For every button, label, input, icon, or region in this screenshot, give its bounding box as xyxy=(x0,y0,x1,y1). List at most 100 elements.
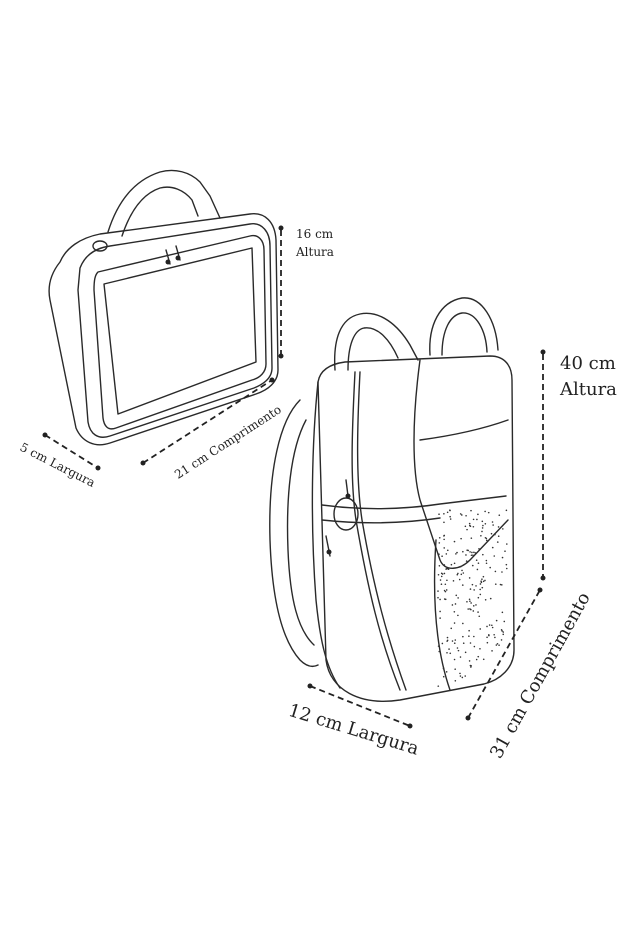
mesh-dot xyxy=(501,611,504,614)
mesh-dot xyxy=(446,636,449,639)
mesh-dot xyxy=(472,525,475,528)
mesh-dot xyxy=(491,626,494,629)
mesh-dot xyxy=(504,550,506,552)
mesh-dot xyxy=(505,509,508,512)
mesh-dot xyxy=(461,569,463,572)
mesh-dot xyxy=(469,608,471,610)
mesh-dot xyxy=(488,634,490,636)
mesh-dot xyxy=(486,636,488,639)
mesh-dot xyxy=(449,515,451,518)
mesh-dot xyxy=(461,676,464,679)
mesh-dot xyxy=(482,575,485,578)
mesh-dot xyxy=(476,568,479,571)
mesh-dot xyxy=(445,671,448,673)
mesh-dot xyxy=(500,639,503,641)
mesh-dot xyxy=(465,554,467,556)
mesh-dot xyxy=(470,554,473,557)
mesh-dot xyxy=(438,564,441,567)
mesh-dot xyxy=(451,640,454,642)
mesh-dot xyxy=(501,556,504,559)
mesh-dot xyxy=(444,583,447,586)
mesh-dot xyxy=(479,647,481,650)
mesh-dot xyxy=(489,597,492,600)
mesh-dot xyxy=(475,585,477,587)
mesh-dot xyxy=(494,583,497,585)
mesh-dot xyxy=(467,549,469,552)
mesh-dot xyxy=(468,522,471,525)
mesh-dot xyxy=(505,563,508,566)
mesh-dot xyxy=(441,642,444,645)
mesh-dot xyxy=(464,651,467,654)
lunchbox-height-value: 16 cm xyxy=(296,227,334,241)
mesh-dot xyxy=(460,573,463,576)
mesh-dot xyxy=(494,570,497,573)
dimension-lines xyxy=(42,225,546,729)
mesh-dot xyxy=(502,633,505,636)
mesh-dot xyxy=(449,509,451,512)
mesh-dot xyxy=(495,644,498,646)
mesh-dot xyxy=(478,615,481,618)
mesh-dot xyxy=(477,562,480,564)
mesh-dot xyxy=(459,672,461,675)
mesh-dot xyxy=(493,555,496,557)
mesh-dot xyxy=(443,589,446,592)
mesh-dot xyxy=(469,642,472,644)
mesh-dot xyxy=(443,598,446,600)
mesh-dot xyxy=(498,514,501,517)
mesh-dot xyxy=(456,551,458,554)
mesh-dot xyxy=(457,572,459,575)
mesh-dot xyxy=(462,572,465,574)
mesh-dot xyxy=(470,537,473,539)
mesh-dot xyxy=(437,573,440,576)
mesh-dot xyxy=(486,641,489,644)
mesh-dot xyxy=(477,611,479,613)
mesh-dot xyxy=(482,658,485,661)
mesh-dot xyxy=(449,652,452,655)
mesh-dot xyxy=(484,579,486,582)
mesh-dot xyxy=(440,583,443,586)
mesh-dot xyxy=(503,620,506,623)
mesh-dot xyxy=(488,624,491,626)
mesh-dot xyxy=(459,513,462,515)
mesh-dot xyxy=(479,583,482,585)
mesh-dot xyxy=(437,590,439,592)
mesh-dot xyxy=(456,573,459,576)
mesh-dot xyxy=(499,583,502,586)
mesh-dot xyxy=(445,589,448,591)
mesh-dot xyxy=(500,629,503,631)
mesh-dot xyxy=(462,642,465,644)
mesh-dot xyxy=(466,600,468,603)
mesh-dot xyxy=(481,586,484,589)
mesh-dot xyxy=(459,565,462,568)
backpack-drawing xyxy=(269,297,515,702)
mesh-dot xyxy=(437,596,439,599)
mesh-dot xyxy=(482,553,484,556)
mesh-dot xyxy=(439,610,441,613)
mesh-dot xyxy=(453,611,456,613)
mesh-dot xyxy=(453,622,456,624)
mesh-dot xyxy=(443,538,445,541)
mesh-dot xyxy=(469,600,471,602)
mesh-dot xyxy=(480,580,482,582)
mesh-dot xyxy=(491,650,493,652)
mesh-dot xyxy=(478,547,480,550)
mesh-dot xyxy=(440,575,443,578)
mesh-dot xyxy=(505,567,508,570)
mesh-dot xyxy=(453,562,456,565)
mesh-dot xyxy=(461,514,463,516)
mesh-dot xyxy=(481,578,483,580)
mesh-dot xyxy=(468,524,471,527)
mesh-dot xyxy=(455,553,457,555)
mesh-dot xyxy=(443,512,445,515)
mesh-dot xyxy=(439,598,441,601)
mesh-dot xyxy=(446,579,448,582)
mesh-dot xyxy=(491,521,494,523)
mesh-dot xyxy=(468,577,471,579)
mesh-dot xyxy=(496,642,499,645)
mesh-dot xyxy=(479,593,482,596)
mesh-dot xyxy=(462,550,464,553)
mesh-dot xyxy=(465,514,467,517)
mesh-dot xyxy=(439,617,441,619)
